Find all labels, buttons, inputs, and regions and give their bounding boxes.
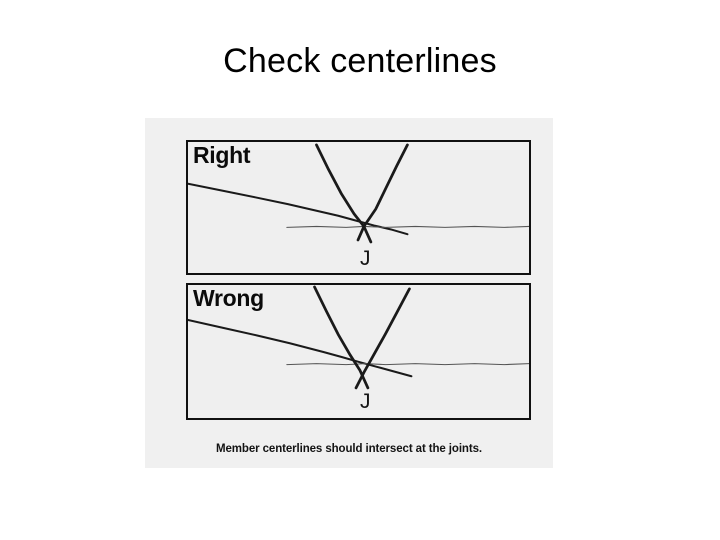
- bottom-chord-line: [286, 225, 529, 228]
- joint-label-right: J: [360, 247, 371, 270]
- web-diagonal-right: [356, 143, 409, 242]
- web-diagonal-right: [354, 287, 411, 390]
- figure-plate: Right J Wrong J Member centerlines shoul…: [145, 118, 553, 468]
- figure-caption: Member centerlines should intersect at t…: [216, 443, 482, 455]
- wrong-joint-diagram: [188, 285, 529, 390]
- bottom-chord-line: [286, 363, 529, 366]
- panel-wrong: Wrong J: [186, 283, 531, 420]
- web-diagonal-left: [315, 143, 373, 244]
- panel-label-right: Right: [193, 142, 251, 168]
- web-diagonal-left: [313, 285, 370, 390]
- joint-label-wrong: J: [360, 390, 371, 413]
- page-title: Check centerlines: [223, 42, 497, 80]
- top-chord-line: [188, 318, 413, 378]
- right-joint-diagram: [188, 143, 529, 244]
- panel-label-wrong: Wrong: [193, 285, 264, 311]
- panel-right: Right J: [186, 140, 531, 275]
